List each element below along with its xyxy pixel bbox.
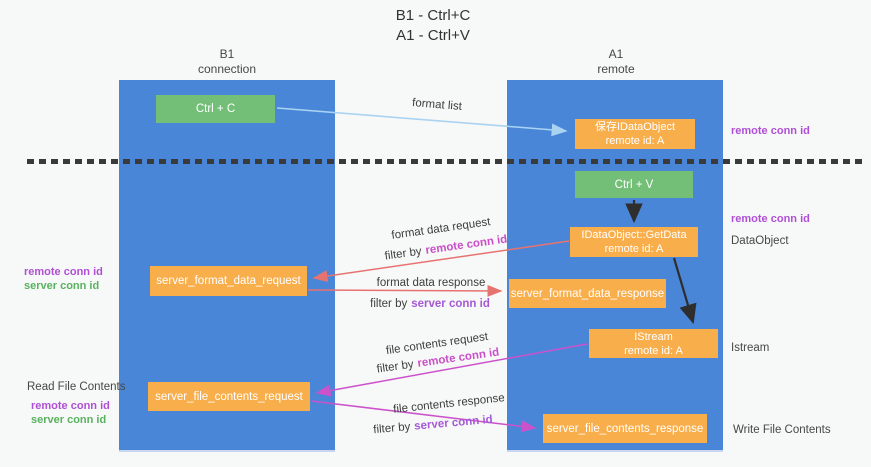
- box-server-file-contents-request-label: server_file_contents_request: [155, 390, 303, 403]
- right-save-remote-conn-id: remote conn id: [731, 125, 810, 137]
- box-server-file-contents-response: server_file_contents_response: [543, 414, 707, 443]
- box-idataobject-getdata-remote-id: remote id: A: [604, 243, 664, 255]
- left-file-remote-conn-id: remote conn id: [31, 400, 110, 412]
- server-conn-id-text: server conn id: [411, 298, 490, 310]
- filter-by-text: filter by: [384, 245, 423, 263]
- remote-conn-id-text: remote conn id: [424, 233, 508, 257]
- server-conn-id-text: server conn id: [413, 413, 494, 433]
- box-server-file-contents-response-label: server_file_contents_response: [546, 422, 704, 435]
- diagram-title: B1 - Ctrl+C A1 - Ctrl+V: [396, 6, 471, 46]
- left-lane-role: connection: [197, 62, 257, 76]
- filter-by-text: filter by: [370, 298, 408, 310]
- box-istream-remote-id: remote id: A: [624, 344, 683, 357]
- box-istream: IStream remote id: A: [589, 329, 718, 358]
- box-server-format-data-response-label: server_format_data_response: [510, 287, 665, 300]
- box-server-file-contents-request: server_file_contents_request: [148, 382, 310, 411]
- right-lane-name: A1: [608, 47, 624, 61]
- right-lane-role: remote: [597, 62, 635, 76]
- arrow-format-data-response: [307, 284, 503, 297]
- box-save-idataobject: 保存IDataObject remote id: A: [575, 119, 695, 149]
- right-lane-header: A1 remote: [597, 47, 634, 77]
- box-ctrl-v: Ctrl + V: [575, 171, 693, 198]
- left-file-server-conn-id: server conn id: [31, 414, 107, 426]
- label-file-contents-response: file contents response: [392, 392, 506, 416]
- filter-by-text: filter by: [376, 358, 415, 376]
- box-ctrl-v-label: Ctrl + V: [614, 178, 654, 191]
- box-ctrl-c-label: Ctrl + C: [195, 103, 236, 115]
- box-idataobject-getdata-title: IDataObject::GetData: [581, 229, 687, 241]
- box-server-format-data-request: server_format_data_request: [150, 266, 307, 296]
- title-line-a1: A1 - Ctrl+V: [396, 27, 470, 44]
- box-save-idataobject-title: 保存IDataObject: [594, 121, 676, 133]
- filter-by-text: filter by: [372, 421, 411, 437]
- dataobject-label: DataObject: [731, 235, 789, 247]
- left-lane-name: B1: [219, 47, 235, 61]
- box-idataobject-getdata: IDataObject::GetData remote id: A: [570, 227, 698, 257]
- phase-divider-dashed-line: [27, 159, 866, 164]
- box-save-idataobject-remote-id: remote id: A: [605, 135, 665, 147]
- title-line-b1: B1 - Ctrl+C: [395, 7, 471, 24]
- write-file-contents-label: Write File Contents: [733, 424, 831, 436]
- box-ctrl-c: Ctrl + C: [156, 95, 275, 123]
- box-server-format-data-response: server_format_data_response: [509, 279, 666, 308]
- box-server-format-data-request-label: server_format_data_request: [156, 275, 301, 287]
- box-istream-title: IStream: [634, 330, 673, 343]
- left-format-remote-conn-id: remote conn id: [24, 266, 103, 278]
- right-getdata-remote-conn-id: remote conn id: [731, 213, 810, 225]
- read-file-contents-label: Read File Contents: [27, 381, 126, 393]
- label-format-data-response: format data response: [376, 277, 486, 289]
- label-format-list: format list: [411, 97, 463, 113]
- istream-label: Istream: [731, 342, 770, 354]
- left-format-server-conn-id: server conn id: [24, 280, 100, 292]
- left-lane-header: B1 connection: [198, 47, 256, 77]
